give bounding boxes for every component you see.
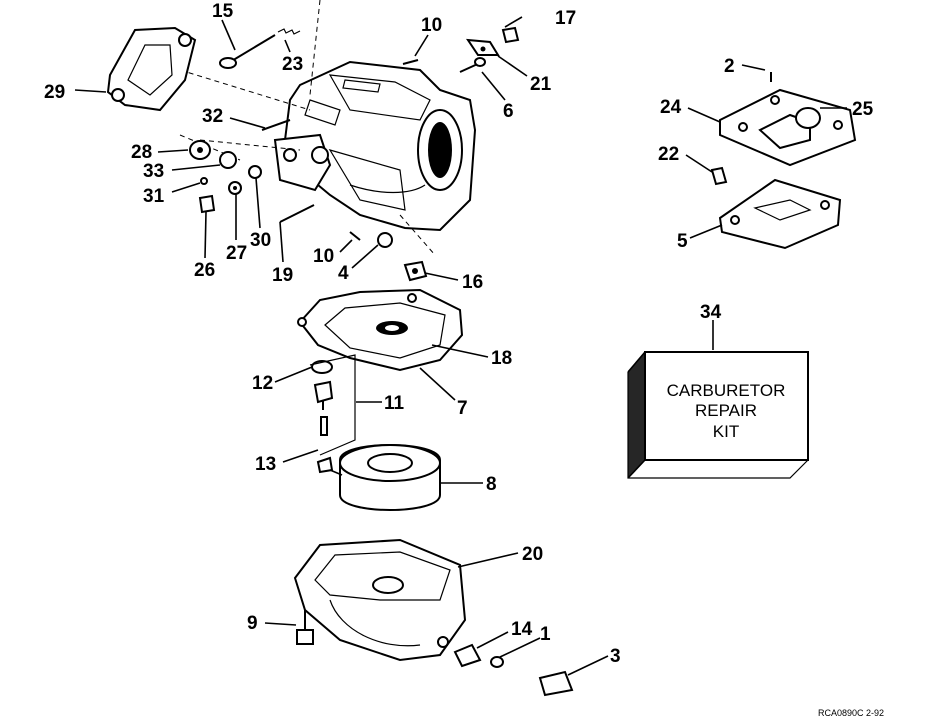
callout-15: 15 bbox=[212, 1, 234, 22]
callout-5: 5 bbox=[677, 231, 688, 252]
callout-10-top: 10 bbox=[421, 15, 442, 36]
callout-labels: 15 23 10 17 29 21 6 32 28 33 31 26 27 30… bbox=[44, 1, 874, 667]
callout-33: 33 bbox=[143, 161, 164, 182]
callout-11: 11 bbox=[384, 393, 405, 414]
carburetor-body bbox=[273, 60, 477, 232]
kit-label-line3: KIT bbox=[713, 422, 739, 441]
kit-label-line1: CARBURETOR bbox=[667, 381, 786, 400]
callout-14: 14 bbox=[511, 619, 533, 640]
callout-10-mid: 10 bbox=[313, 246, 334, 267]
bowl-gasket bbox=[297, 288, 464, 372]
callout-18: 18 bbox=[491, 348, 512, 369]
float-bowl bbox=[293, 538, 467, 662]
callout-23: 23 bbox=[282, 54, 303, 75]
callout-26: 26 bbox=[194, 260, 215, 281]
callout-22: 22 bbox=[658, 144, 679, 165]
leader-lines bbox=[74, 16, 847, 676]
callout-28: 28 bbox=[131, 142, 152, 163]
callout-8: 8 bbox=[486, 474, 497, 495]
callout-17: 17 bbox=[555, 8, 576, 29]
callout-21: 21 bbox=[530, 74, 552, 95]
float bbox=[329, 444, 441, 511]
callout-4: 4 bbox=[338, 263, 349, 284]
kit-label: CARBURETOR REPAIR KIT bbox=[667, 381, 786, 441]
repair-kit-box bbox=[627, 351, 809, 479]
callout-24: 24 bbox=[660, 97, 682, 118]
callout-27: 27 bbox=[226, 243, 247, 264]
callout-25: 25 bbox=[852, 99, 874, 120]
callout-30: 30 bbox=[250, 230, 271, 251]
callout-1: 1 bbox=[540, 624, 551, 645]
kit-label-line2: REPAIR bbox=[695, 401, 757, 420]
idle-screw bbox=[219, 28, 301, 69]
callout-6: 6 bbox=[503, 101, 514, 122]
diaphragm-plate bbox=[718, 178, 842, 250]
top-small-parts bbox=[402, 26, 520, 73]
callout-32: 32 bbox=[202, 106, 223, 127]
cover-plate bbox=[710, 72, 857, 186]
reference-code: RCA0890C 2-92 bbox=[818, 708, 884, 718]
bottom-screws bbox=[296, 610, 574, 697]
callout-19: 19 bbox=[272, 265, 293, 286]
callout-31: 31 bbox=[143, 186, 165, 207]
callout-34: 34 bbox=[700, 302, 722, 323]
callout-3: 3 bbox=[610, 646, 621, 667]
callout-13: 13 bbox=[255, 454, 276, 475]
callout-9: 9 bbox=[247, 613, 258, 634]
callout-20: 20 bbox=[522, 544, 543, 565]
callout-29: 29 bbox=[44, 82, 65, 103]
callout-12: 12 bbox=[252, 373, 273, 394]
callout-7: 7 bbox=[457, 398, 468, 419]
intake-gasket bbox=[106, 26, 197, 112]
callout-16: 16 bbox=[462, 272, 483, 293]
left-small-parts bbox=[189, 119, 428, 282]
callout-2: 2 bbox=[724, 56, 735, 77]
